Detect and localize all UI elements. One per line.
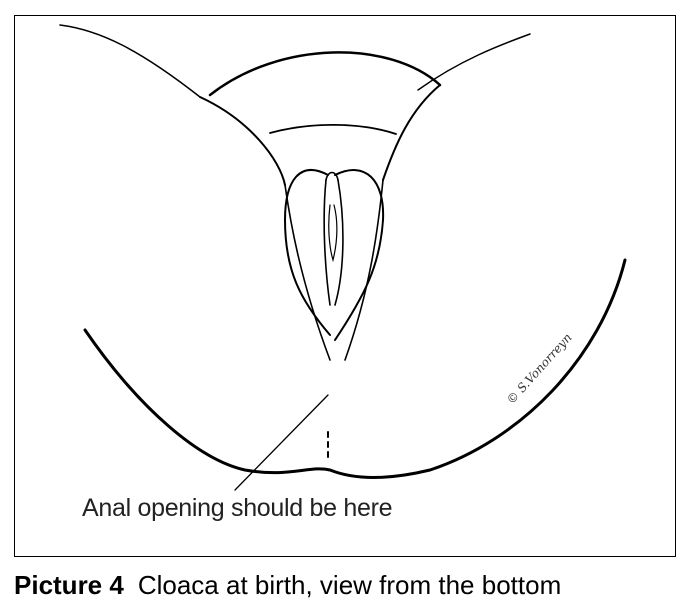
svg-text:© S.Vonorreyn: © S.Vonorreyn [504,331,575,407]
cloaca-illustration: © S.Vonorreyn [59,24,627,491]
anal-opening-annotation: Anal opening should be here [82,494,393,522]
caption-number: Picture 4 [14,570,124,600]
caption-text: Cloaca at birth, view from the bottom [137,570,562,600]
figure-caption: Picture 4 Cloaca at birth, view from the … [14,570,561,601]
figure-frame [14,15,676,557]
